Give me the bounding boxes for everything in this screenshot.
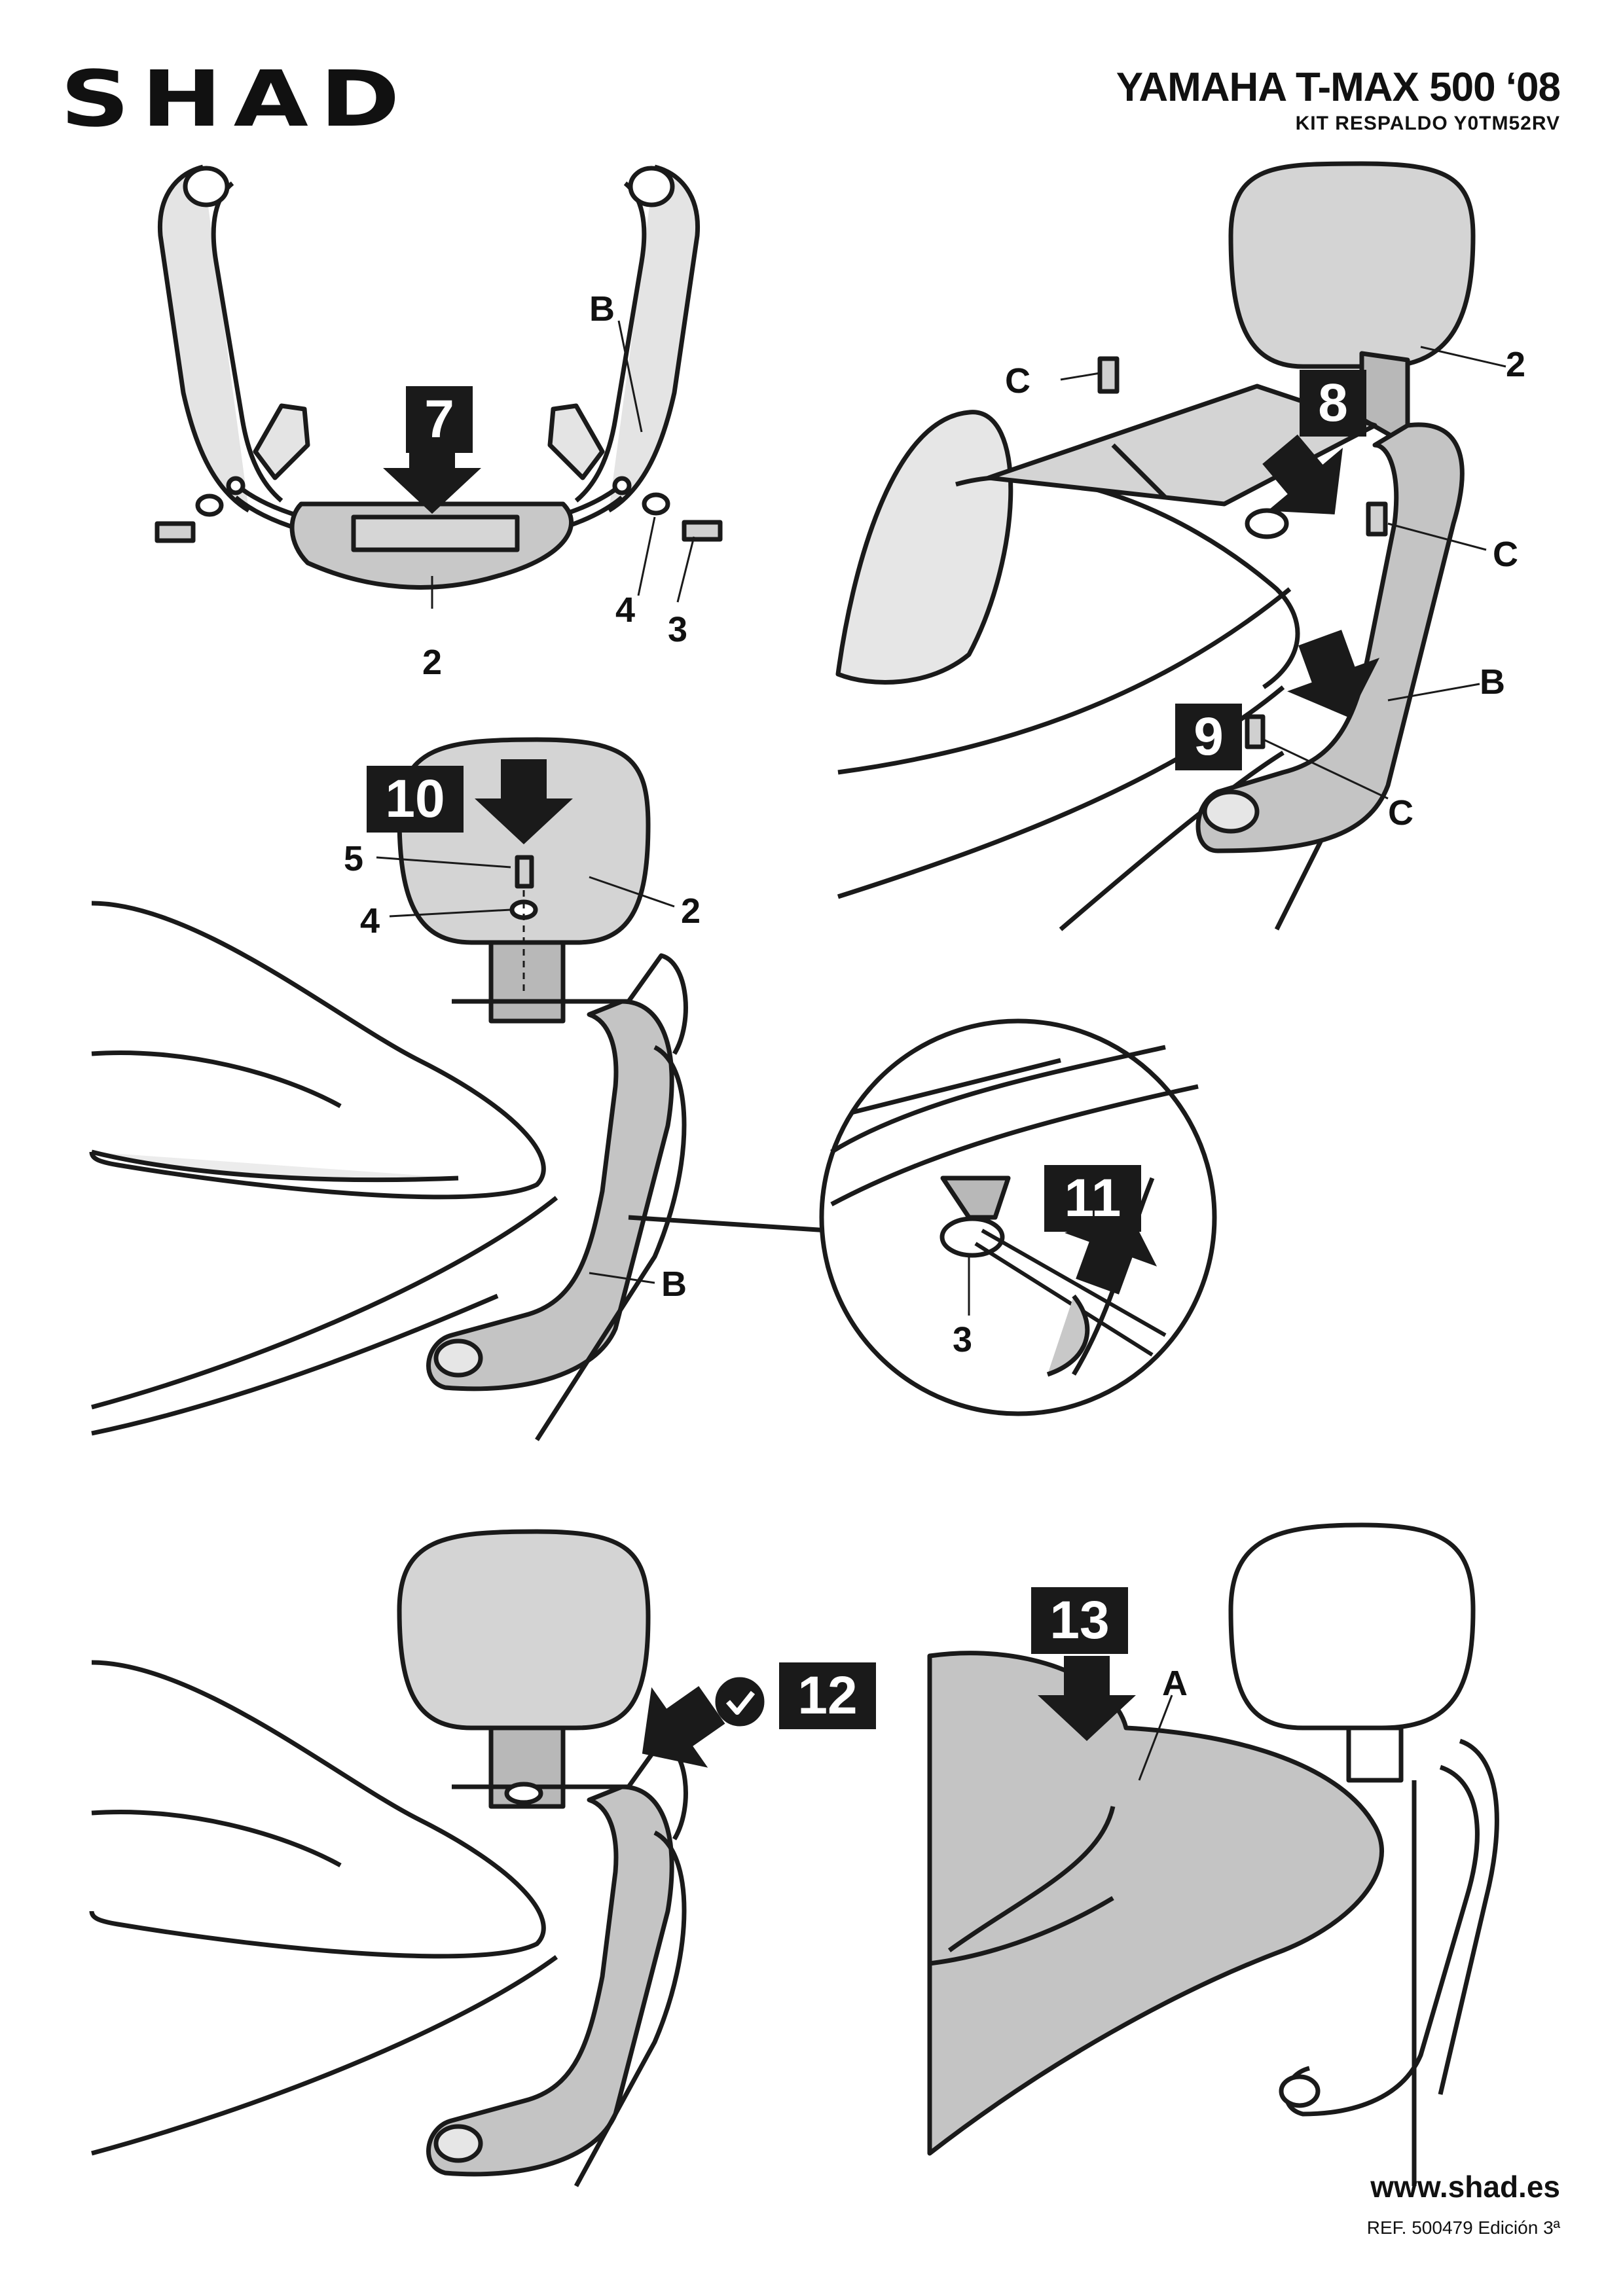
label-part-3: 3 (668, 610, 688, 649)
panel-step-11-drawing (819, 1018, 1217, 1416)
label-part-2: 2 (1506, 345, 1526, 384)
document-title: YAMAHA T-MAX 500 ‘08 (1116, 65, 1561, 110)
step-badge-9: 9 (1175, 704, 1242, 770)
label-part-5: 5 (344, 839, 364, 878)
panel-step-8-9-drawing (835, 161, 1506, 931)
label-part-c: C (1493, 535, 1518, 574)
step-badge-8: 8 (1300, 370, 1366, 437)
panel-step-13-drawing (927, 1522, 1499, 2186)
website-link[interactable]: www.shad.es (1370, 2170, 1560, 2204)
panel-step-7-drawing (155, 164, 723, 609)
panel-step-10-drawing (89, 737, 829, 1441)
reference-number: REF. 500479 Edición 3ª (1366, 2217, 1560, 2238)
label-part-4: 4 (615, 590, 636, 630)
label-part-c: C (1005, 361, 1030, 401)
label-part-b: B (1480, 662, 1505, 702)
step-badge-7: 7 (406, 386, 473, 453)
step-badge-10: 10 (367, 766, 464, 833)
panel-step-12-drawing (89, 1529, 765, 2187)
step-badge-11: 11 (1044, 1165, 1141, 1232)
label-part-b: B (589, 289, 615, 329)
brand-logo: SHAD (60, 54, 412, 144)
step-badge-13: 13 (1031, 1587, 1128, 1654)
document-subtitle: KIT RESPALDO Y0TM52RV (1295, 113, 1560, 134)
label-part-2: 2 (422, 643, 443, 682)
label-part-c: C (1388, 793, 1413, 833)
label-part-2: 2 (681, 891, 701, 931)
label-part-3: 3 (953, 1320, 973, 1359)
step-badge-12: 12 (779, 1662, 876, 1729)
label-part-a: A (1162, 1664, 1188, 1703)
label-part-b: B (661, 1265, 687, 1304)
label-part-4: 4 (360, 901, 380, 941)
